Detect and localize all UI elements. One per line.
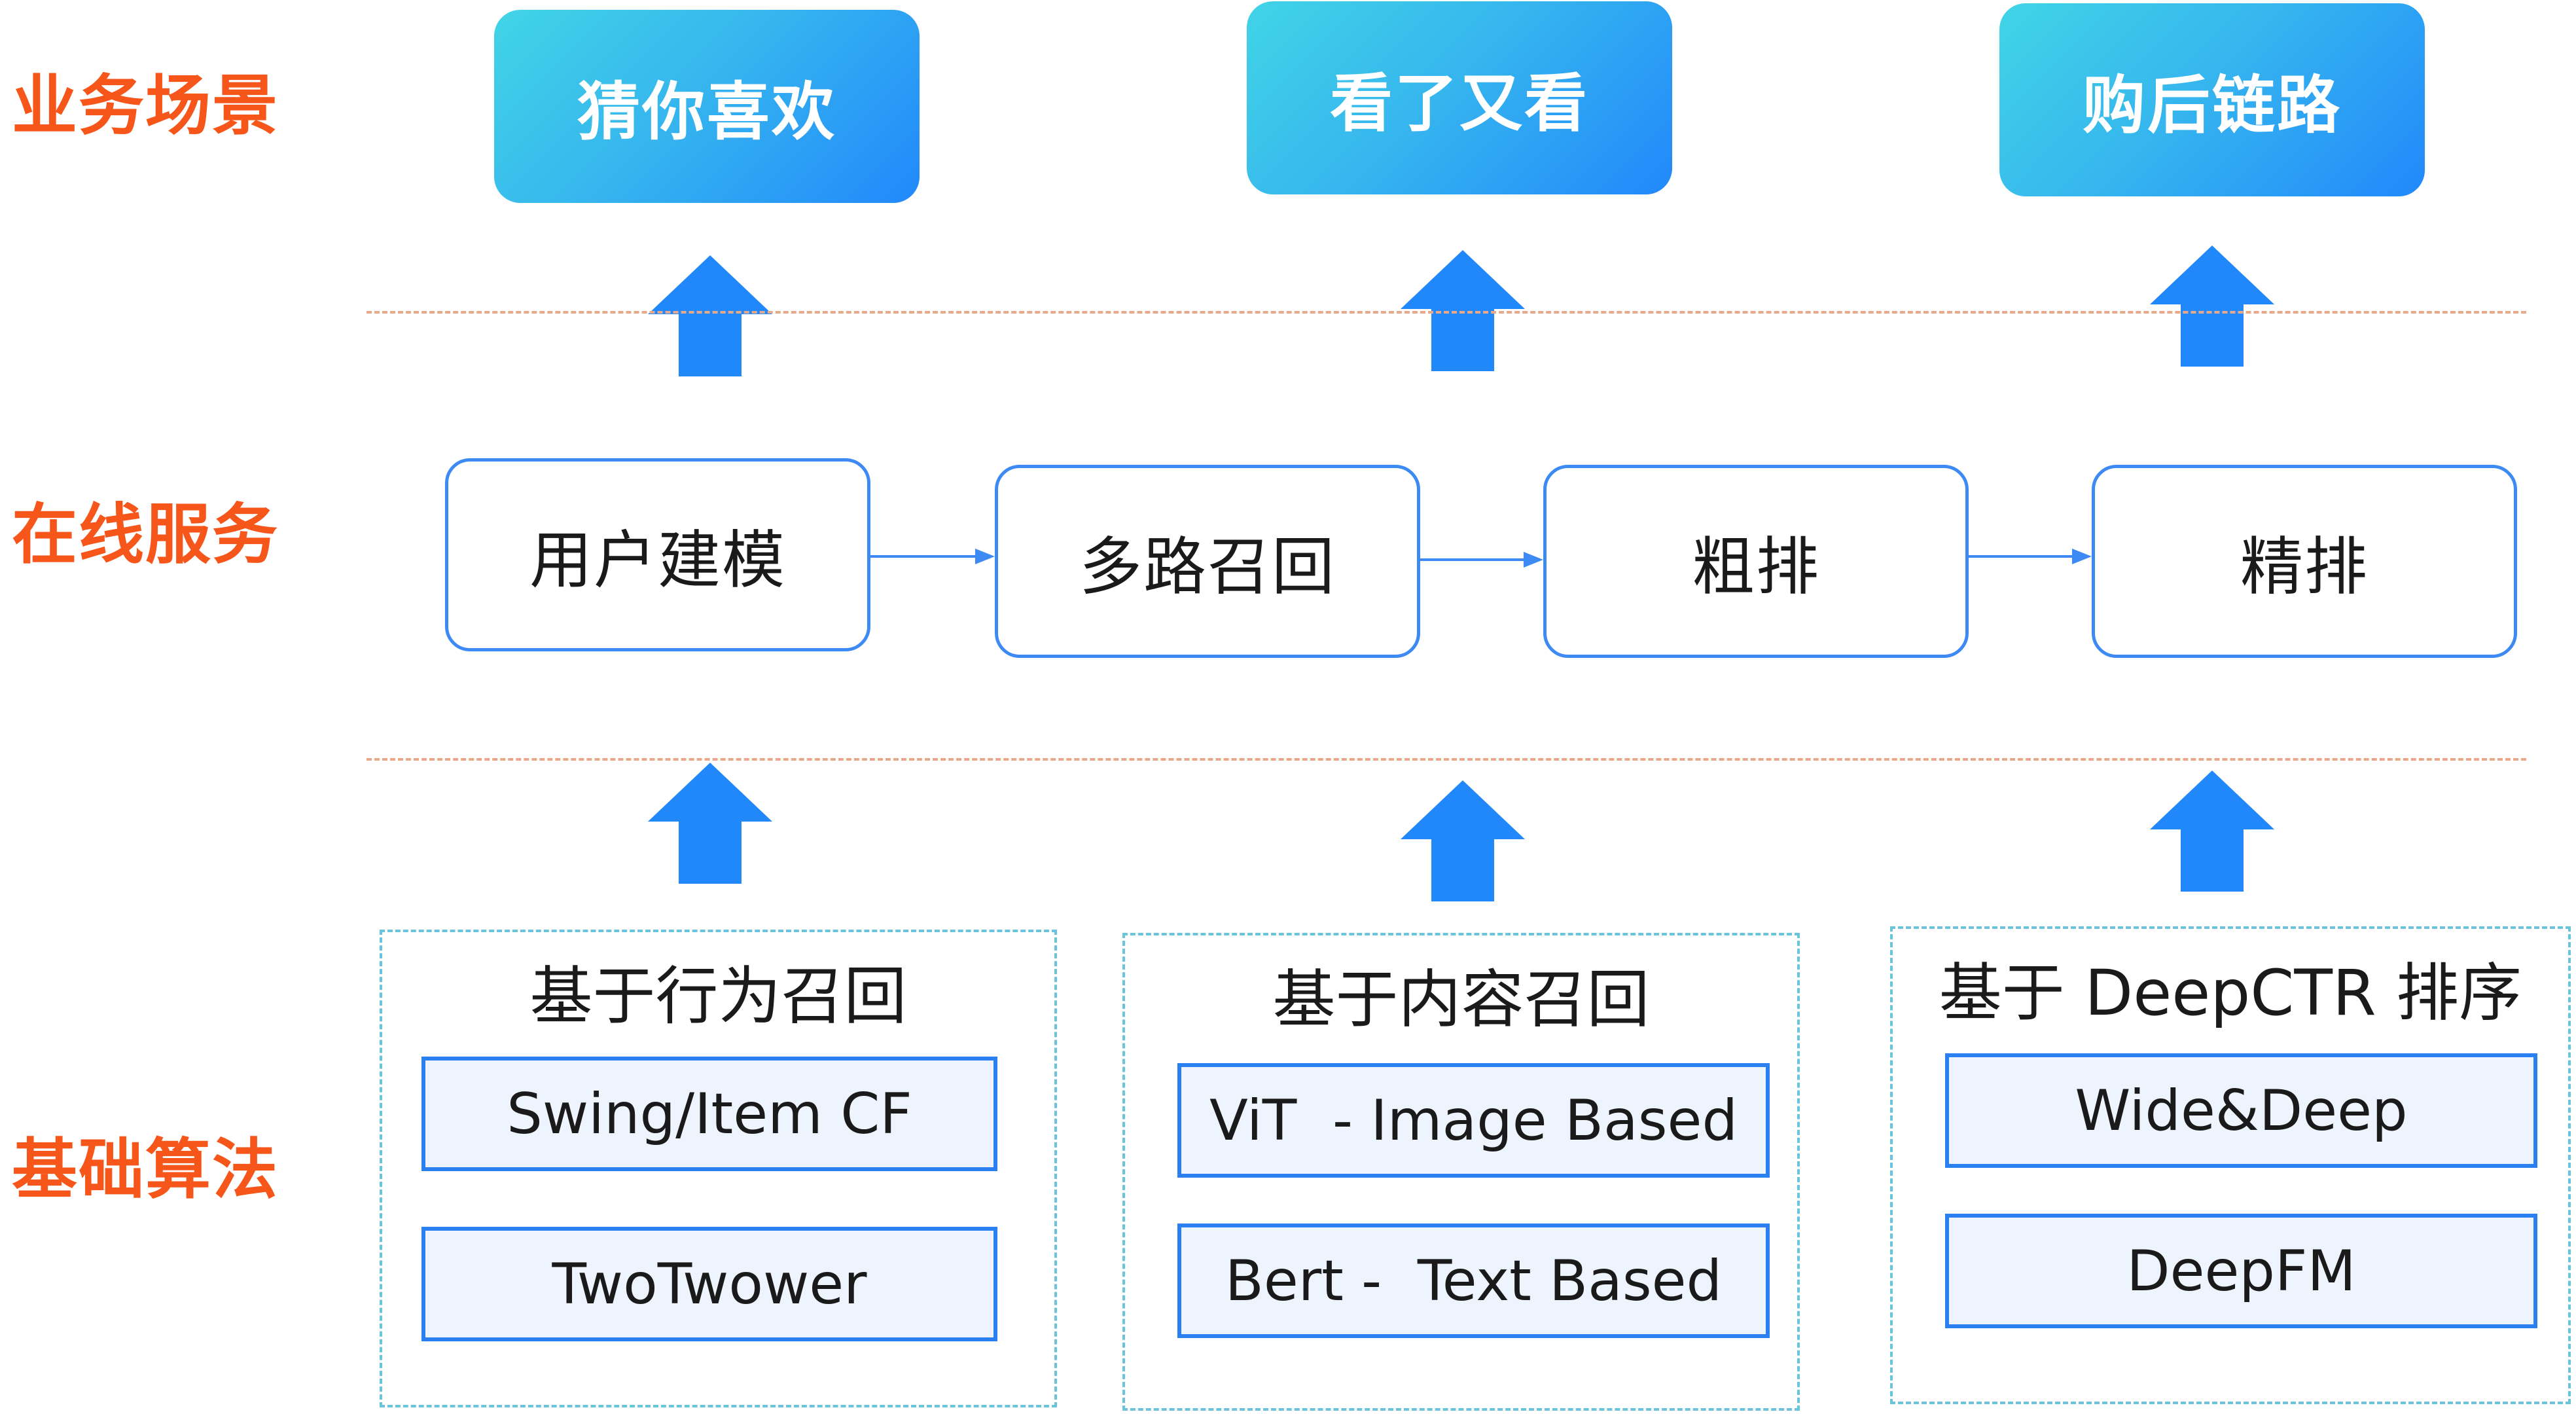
algo-item-vit: ViT - Image Based [1177, 1063, 1770, 1178]
service-box-fine-ranking: 精排 [2092, 465, 2517, 658]
algo-group-content-recall: 基于内容召回 ViT - Image Based Bert - Text Bas… [1122, 933, 1800, 1411]
connector-arrow-icon [1969, 549, 2092, 564]
connector-arrow-icon [1420, 552, 1543, 568]
service-box-multi-recall: 多路召回 [995, 465, 1420, 658]
algo-group-title: 基于 DeepCTR 排序 [1939, 956, 2522, 1030]
row-label-online: 在线服务 [12, 496, 279, 573]
scene-box-viewed-again: 看了又看 [1247, 1, 1672, 194]
row-label-business: 业务场景 [12, 67, 279, 144]
algo-group-behavior-recall: 基于行为召回 Swing/Item CF TwoTwower [380, 930, 1057, 1407]
algo-item-twotower: TwoTwower [421, 1227, 997, 1341]
row-label-algorithm: 基础算法 [12, 1131, 279, 1208]
lower-divider [367, 758, 2526, 761]
algo-item-bert: Bert - Text Based [1177, 1224, 1770, 1338]
algo-group-title: 基于内容召回 [1272, 963, 1650, 1036]
algo-item-swing-itemcf: Swing/Item CF [421, 1057, 997, 1171]
up-arrow-icon [1401, 780, 1525, 901]
up-arrow-icon [2150, 245, 2274, 367]
algo-group-title: 基于行为召回 [529, 960, 907, 1033]
service-box-coarse-ranking: 粗排 [1543, 465, 1969, 658]
algo-group-deepctr-ranking: 基于 DeepCTR 排序 Wide&Deep DeepFM [1890, 926, 2571, 1404]
scene-box-guess-you-like: 猜你喜欢 [494, 10, 920, 203]
up-arrow-icon [648, 763, 772, 884]
algo-item-deepfm: DeepFM [1945, 1214, 2537, 1328]
scene-box-post-purchase: 购后链路 [1999, 3, 2425, 196]
up-arrow-icon [648, 255, 772, 376]
algo-item-wide-deep: Wide&Deep [1945, 1053, 2537, 1168]
connector-arrow-icon [870, 549, 995, 564]
up-arrow-icon [2150, 770, 2274, 892]
up-arrow-icon [1401, 250, 1525, 371]
service-box-user-modeling: 用户建模 [445, 458, 870, 651]
upper-divider [367, 311, 2526, 314]
